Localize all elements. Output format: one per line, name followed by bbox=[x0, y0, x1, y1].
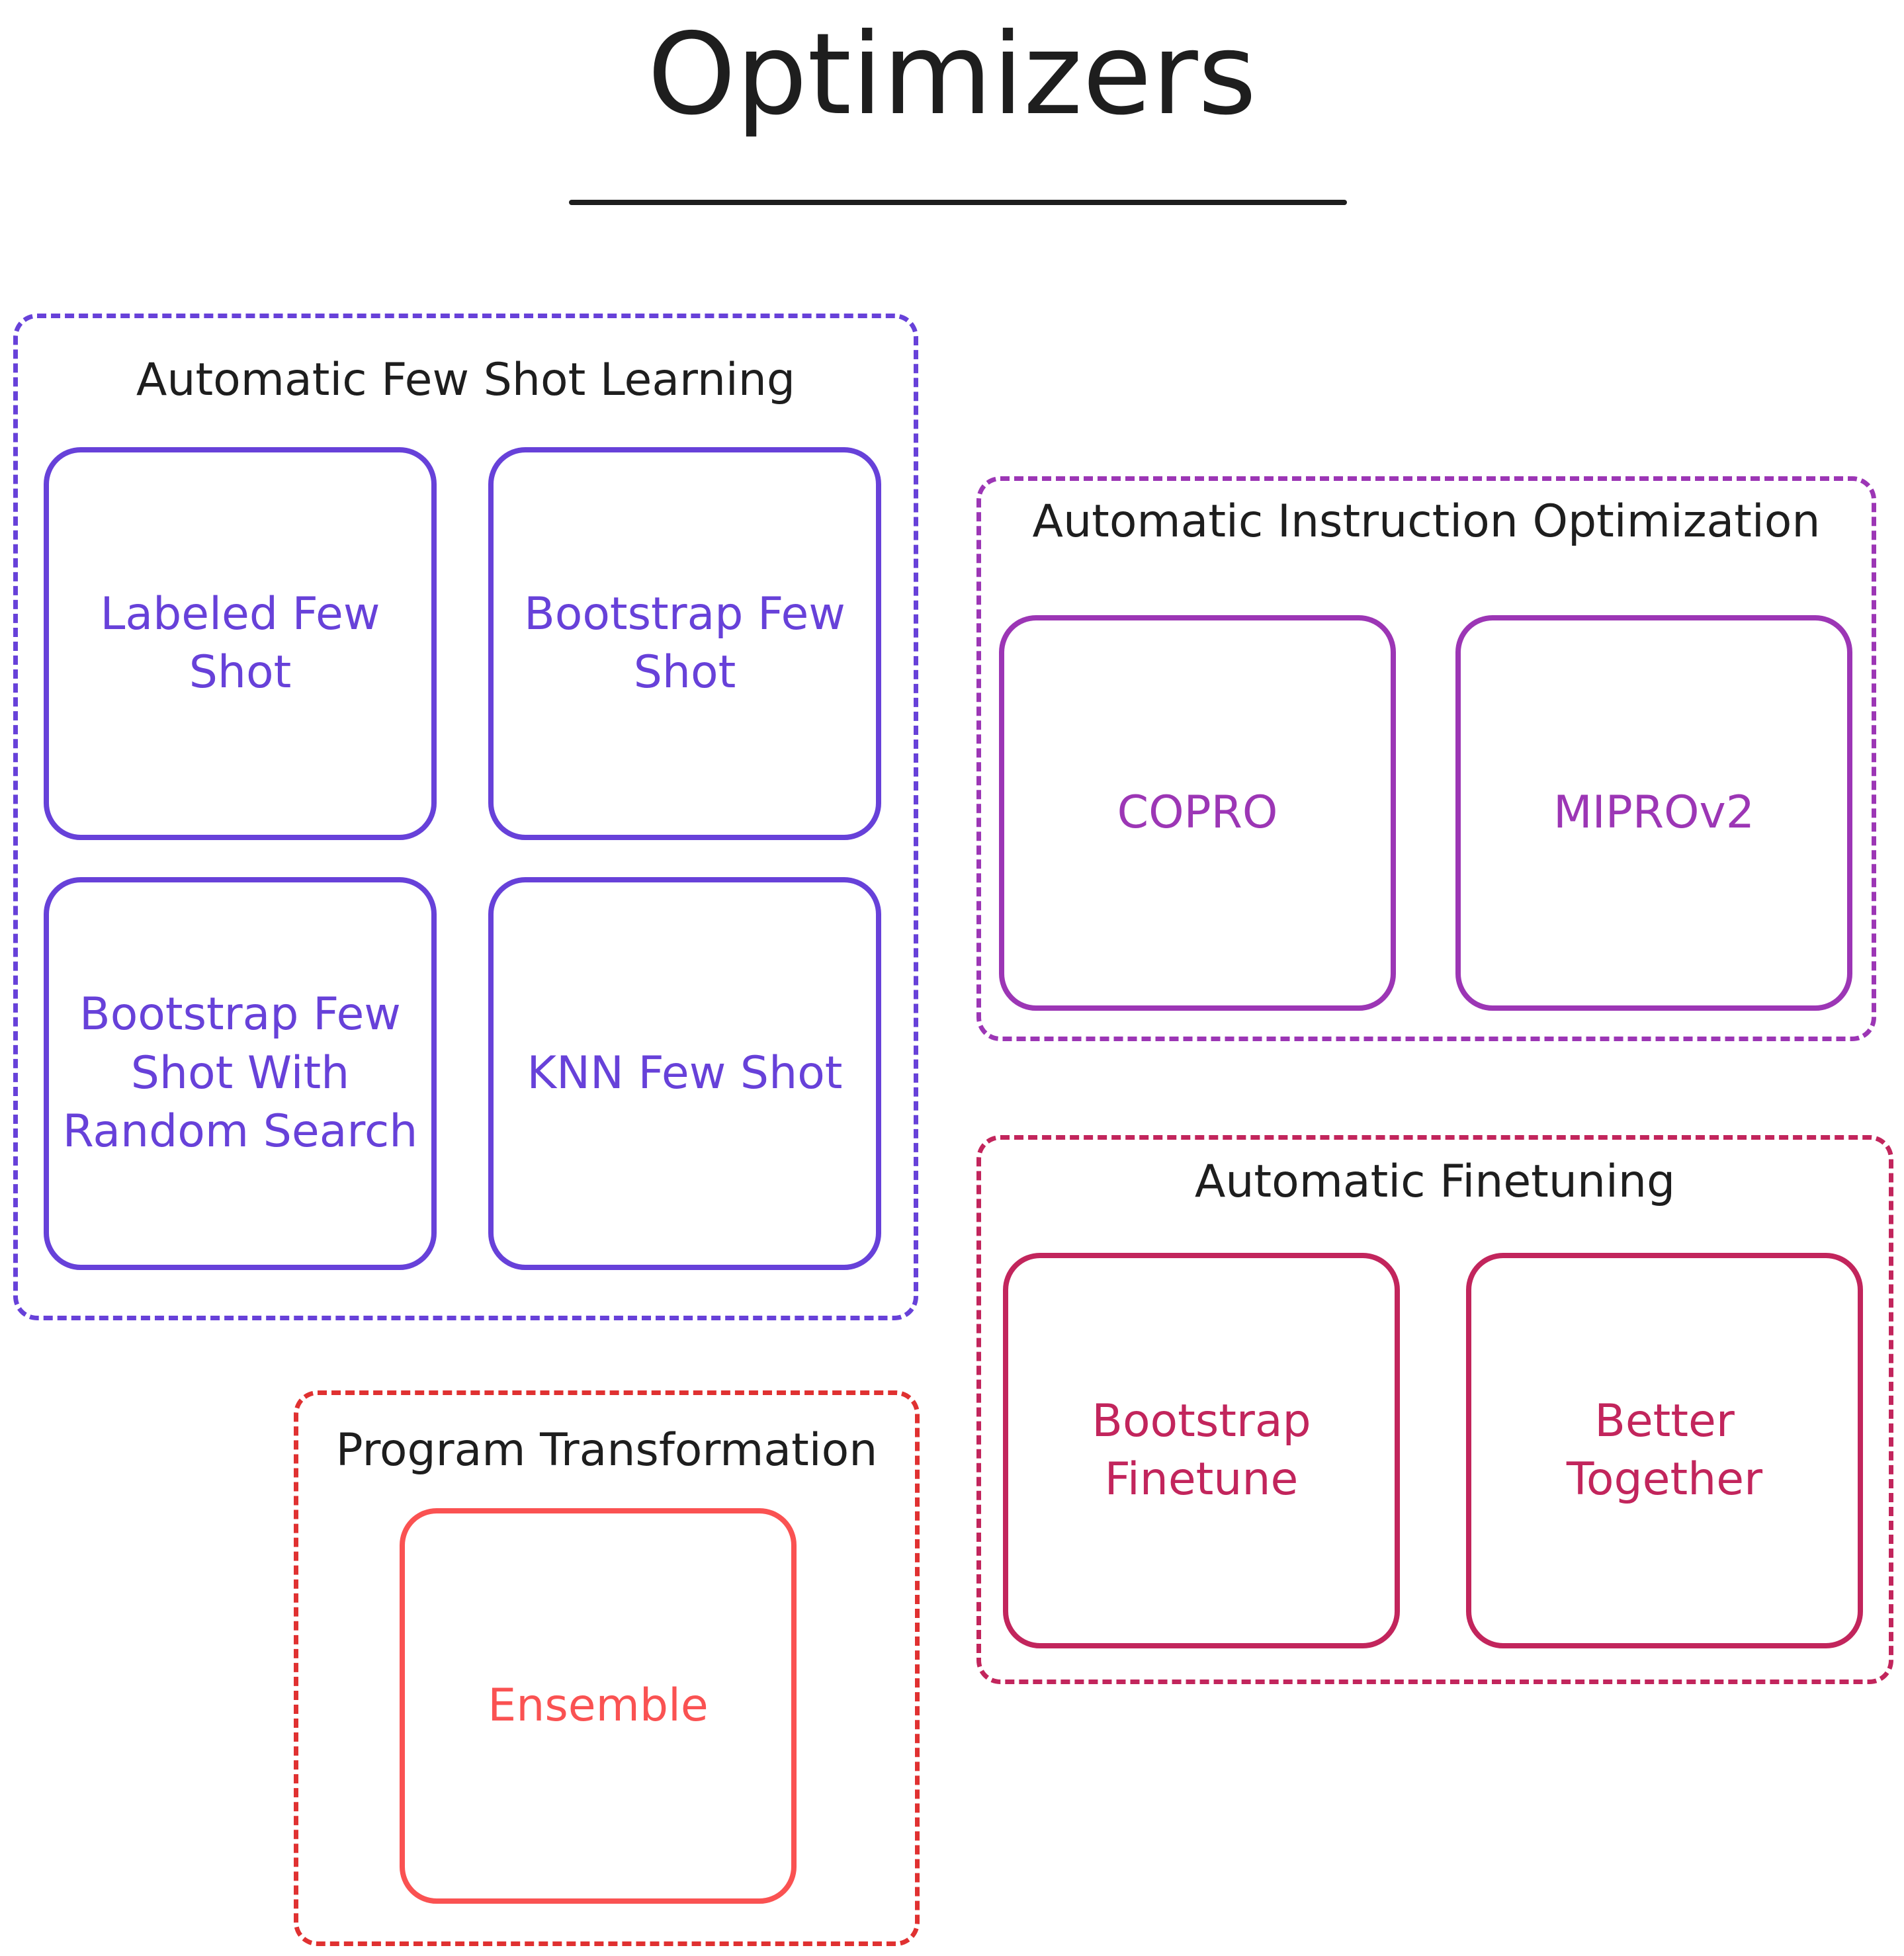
card-ensemble: Ensemble bbox=[400, 1508, 797, 1904]
group-automatic-few-shot-learning: Automatic Few Shot Learning bbox=[13, 314, 918, 1320]
group-label: Automatic Instruction Optimization bbox=[1032, 495, 1821, 548]
card-label: Ensemble bbox=[488, 1679, 709, 1732]
group-label: Program Transformation bbox=[335, 1424, 878, 1476]
card-label: Bootstrap Few Shot With Random Search bbox=[62, 988, 418, 1158]
card-label: Labeled Few Shot bbox=[100, 587, 380, 699]
card-better-together: Better Together bbox=[1466, 1253, 1863, 1648]
card-labeled-few-shot: Labeled Few Shot bbox=[44, 447, 437, 840]
card-label: Better Together bbox=[1566, 1394, 1763, 1506]
card-label: MIPROv2 bbox=[1553, 786, 1754, 839]
group-label: Automatic Finetuning bbox=[1194, 1156, 1676, 1208]
card-bootstrap-few-shot: Bootstrap Few Shot bbox=[488, 447, 881, 840]
group-program-transformation: Program Transformation bbox=[294, 1390, 920, 1946]
card-miprov2: MIPROv2 bbox=[1455, 615, 1852, 1011]
card-copro: COPRO bbox=[999, 615, 1396, 1011]
group-label: Automatic Few Shot Learning bbox=[136, 354, 796, 406]
card-label: COPRO bbox=[1117, 786, 1278, 839]
page-title: Optimizers bbox=[647, 9, 1257, 140]
card-label: Bootstrap Finetune bbox=[1092, 1394, 1311, 1506]
card-bootstrap-few-shot-random-search: Bootstrap Few Shot With Random Search bbox=[44, 877, 437, 1270]
title-underline bbox=[569, 200, 1347, 205]
card-bootstrap-finetune: Bootstrap Finetune bbox=[1003, 1253, 1400, 1648]
group-automatic-finetuning: Automatic Finetuning bbox=[976, 1135, 1893, 1684]
card-knn-few-shot: KNN Few Shot bbox=[488, 877, 881, 1270]
card-label: KNN Few Shot bbox=[527, 1046, 843, 1099]
card-label: Bootstrap Few Shot bbox=[524, 587, 845, 699]
group-automatic-instruction-optimization: Automatic Instruction Optimization bbox=[976, 476, 1876, 1041]
